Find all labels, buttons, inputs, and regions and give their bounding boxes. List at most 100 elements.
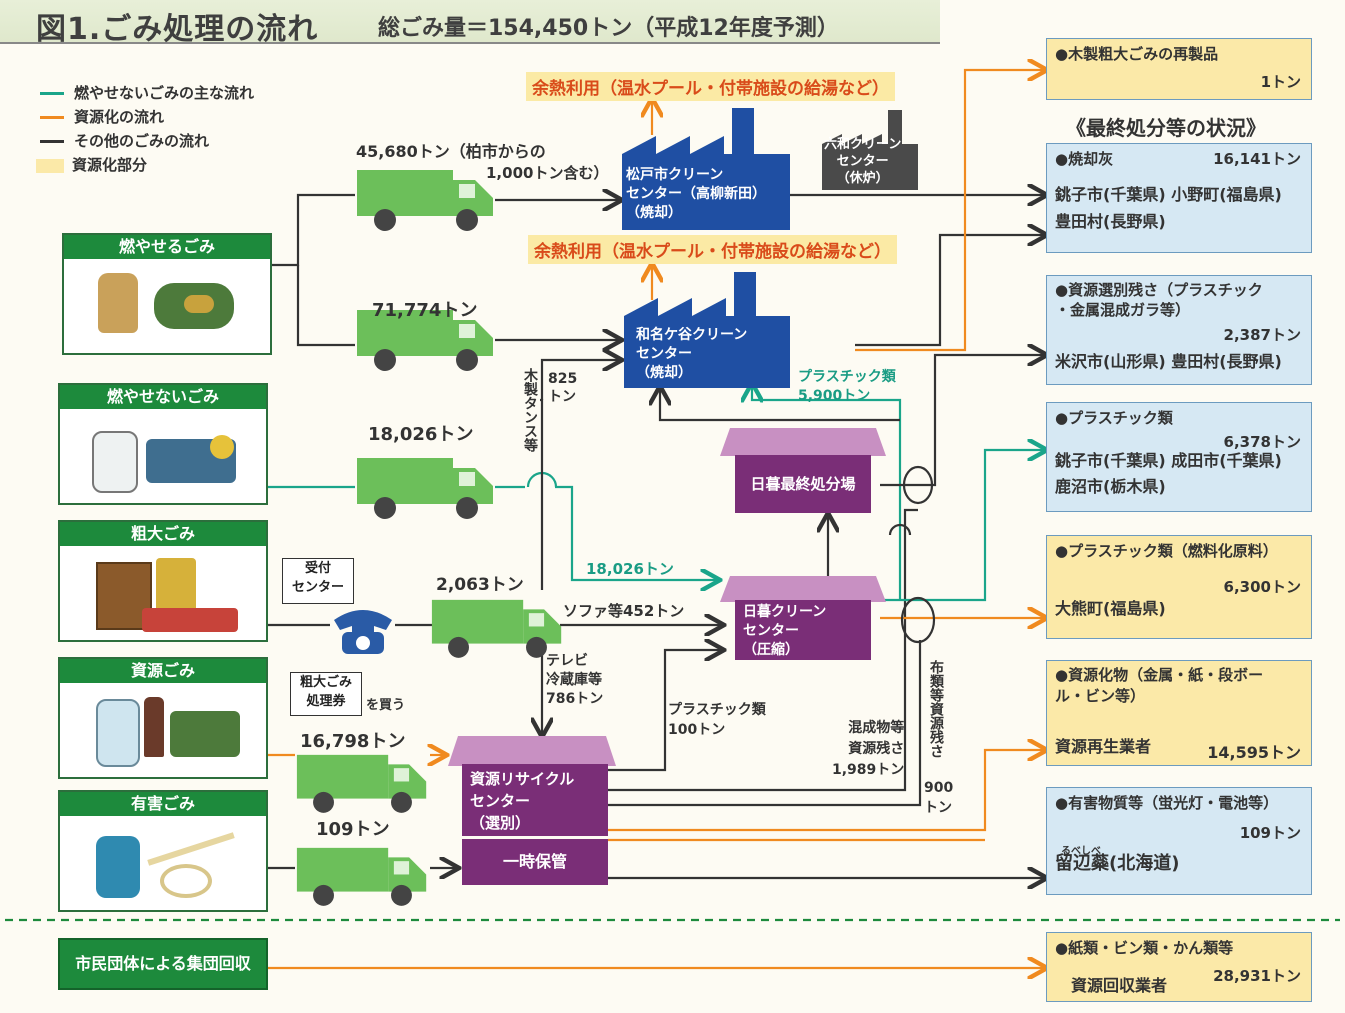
destination-ash: ●焼却灰 16,141トン 銚子市(千葉県) 小野町(福島県) 豊田村(長野県) (1046, 143, 1312, 253)
destination-place: 資源再生業者 (1055, 737, 1152, 756)
factory-icon-matsudo (622, 108, 790, 230)
destination-amount: 14,595トン (1207, 743, 1301, 762)
factory-icon-rokuwa (822, 110, 918, 190)
destination-amount: 2,387トン (1223, 326, 1301, 344)
flow-label-mixed: 混成物等 資源残さ 1,989トン (832, 720, 905, 778)
flow-amount-non-burnable-2: 18,026トン (586, 560, 674, 578)
non-burnable-garbage-icon (60, 411, 266, 503)
destination-title: ●資源選別残さ（プラスチック ・金属混成ガラ等） (1055, 281, 1263, 319)
flow-amount-burnable-2: 71,774トン (372, 300, 478, 321)
recyclable-garbage-icon (60, 685, 266, 777)
hazardous-garbage-icon (60, 818, 266, 910)
facility-temp-storage: 一時保管 (462, 839, 608, 885)
destination-title: ●プラスチック類 (1055, 409, 1173, 427)
legend-swatch-orange (40, 116, 64, 119)
title-bar (0, 0, 940, 44)
facility-rokuwa: 六和クリーン センター （休炉） (824, 137, 902, 186)
truck-icon (296, 847, 427, 906)
buy-label: を買う (366, 698, 406, 713)
flow-amount-recyclable: 16,798トン (300, 731, 406, 752)
flow-amount-cloth: 900 トン (924, 780, 954, 816)
truck-icon (357, 310, 493, 371)
legend-item: その他のごみの流れ (40, 130, 254, 151)
flow-label-tv: テレビ 冷蔵庫等 786トン (546, 653, 604, 707)
group-collection: 市民団体による集団回収 (58, 938, 268, 990)
flow-label-wood: 木製タンス等 (522, 368, 538, 452)
legend-swatch-black (40, 140, 64, 143)
legend-label: その他のごみの流れ (74, 132, 210, 150)
total-amount: 総ごみ量＝154,450トン（平成12年度予測） (378, 16, 839, 41)
phone-icon (334, 610, 392, 654)
flow-label-plastic-5900: プラスチック類 5,900トン (798, 369, 896, 404)
legend-item: 資源化部分 (36, 154, 254, 175)
reception-center: 受付 センター (282, 558, 354, 604)
category-title: 粗大ごみ (60, 522, 266, 546)
destination-residue: ●資源選別残さ（プラスチック ・金属混成ガラ等） 2,387トン 米沢市(山形県… (1046, 275, 1312, 385)
truck-icon (357, 170, 493, 231)
flow-amount-burnable-1: 45,680トン（柏市からの (356, 142, 546, 161)
destination-plastic: ●プラスチック類 6,378トン 銚子市(千葉県) 成田市(千葉県) 鹿沼市(栃… (1046, 402, 1312, 512)
truck-icon (357, 458, 493, 519)
category-recyclable: 資源ごみ (58, 657, 268, 779)
category-title: 有害ごみ (60, 792, 266, 816)
legend-swatch-teal (40, 92, 64, 95)
destination-amount: 109トン (1239, 824, 1301, 842)
destination-amount: 16,141トン (1213, 150, 1301, 168)
destination-place: 留辺蘂(北海道) (1055, 853, 1180, 874)
legend-item: 資源化の流れ (40, 106, 254, 127)
legend-label: 資源化部分 (72, 156, 148, 174)
destination-resources: ●資源化物（金属・紙・段ボー ル・ビン等） 資源再生業者 14,595トン (1046, 660, 1312, 766)
destination-title: ●資源化物（金属・紙・段ボー ル・ビン等） (1055, 666, 1264, 705)
heat-use-2: 余熱利用（温水プール・付帯施設の給湯など） (528, 235, 897, 264)
destination-group-collection: ●紙類・ビン類・かん類等 28,931トン 資源回収業者 (1046, 932, 1312, 1002)
facility-matsudo: 松戸市クリーン センター（高柳新田） （焼却） (626, 167, 766, 221)
legend-item: 燃やせないごみの主な流れ (40, 82, 254, 103)
destination-place: 米沢市(山形県) 豊田村(長野県) (1055, 352, 1282, 371)
facility-higurashi-landfill: 日暮最終処分場 (735, 455, 871, 513)
category-non-burnable: 燃やせないごみ (58, 383, 268, 505)
destination-place: 資源回収業者 (1071, 976, 1168, 995)
category-oversized: 粗大ごみ (58, 520, 268, 642)
flow-label-plastic-100: プラスチック類 100トン (668, 702, 766, 738)
category-title: 燃やせるごみ (64, 235, 270, 259)
clean-center-roof (720, 576, 886, 602)
flow-amount-wood: 825 トン (548, 371, 578, 405)
legend-label: 資源化の流れ (74, 108, 165, 126)
destination-title: ●プラスチック類（燃料化原料） (1055, 542, 1278, 560)
factory-icon-wanagaya (624, 272, 790, 388)
page-title: 図1.ごみ処理の流れ (36, 12, 319, 47)
destination-title: ●焼却灰 (1055, 150, 1114, 168)
destination-title: ●有害物質等（蛍光灯・電池等） (1055, 794, 1279, 812)
final-disposal-heading: 《最終処分等の状況》 (1066, 116, 1266, 140)
burnable-garbage-icon (64, 261, 270, 353)
destination-title: ●紙類・ビン類・かん類等 (1055, 939, 1234, 957)
destination-amount: 6,378トン (1223, 433, 1301, 451)
flow-amount-non-burnable: 18,026トン (368, 424, 474, 445)
recycle-center-roof (448, 736, 616, 766)
facility-wanagaya: 和名ケ谷クリーン センター （焼却） (636, 327, 748, 381)
truck-icon (431, 599, 562, 658)
category-hazardous: 有害ごみ (58, 790, 268, 912)
destination-wood-product: ●木製粗大ごみの再製品 1トン (1046, 38, 1312, 100)
facility-recycle: 資源リサイクル センター （選別） (462, 764, 608, 836)
truck-icon (296, 754, 427, 813)
destination-hazardous: ●有害物質等（蛍光灯・電池等） 109トン るべしべ 留辺蘂(北海道) (1046, 787, 1312, 895)
flow-label-sofa: ソファ等452トン (563, 602, 685, 620)
category-burnable: 燃やせるごみ (62, 233, 272, 355)
oversized-garbage-icon (60, 548, 266, 640)
destination-place: 銚子市(千葉県) 小野町(福島県) 豊田村(長野県) (1055, 185, 1282, 231)
furigana: るべしべ (1061, 846, 1101, 857)
ticket-label: 粗大ごみ 処理券 (290, 672, 362, 716)
category-title: 燃やせないごみ (60, 385, 266, 409)
category-title: 資源ごみ (60, 659, 266, 683)
heat-use-1: 余熱利用（温水プール・付帯施設の給湯など） (526, 72, 895, 101)
flow-amount-oversized: 2,063トン (436, 575, 524, 595)
destination-place: 銚子市(千葉県) 成田市(千葉県) 鹿沼市(栃木県) (1055, 451, 1282, 496)
destination-amount: 6,300トン (1223, 578, 1301, 596)
legend: 燃やせないごみの主な流れ 資源化の流れ その他のごみの流れ 資源化部分 (36, 82, 254, 175)
legend-label: 燃やせないごみの主な流れ (74, 84, 255, 102)
flow-amount-burnable-1-note: 1,000トン含む） (486, 164, 609, 182)
flow-label-cloth: 布類等資源残さ (928, 660, 944, 758)
flow-amount-hazardous: 109トン (316, 819, 390, 840)
